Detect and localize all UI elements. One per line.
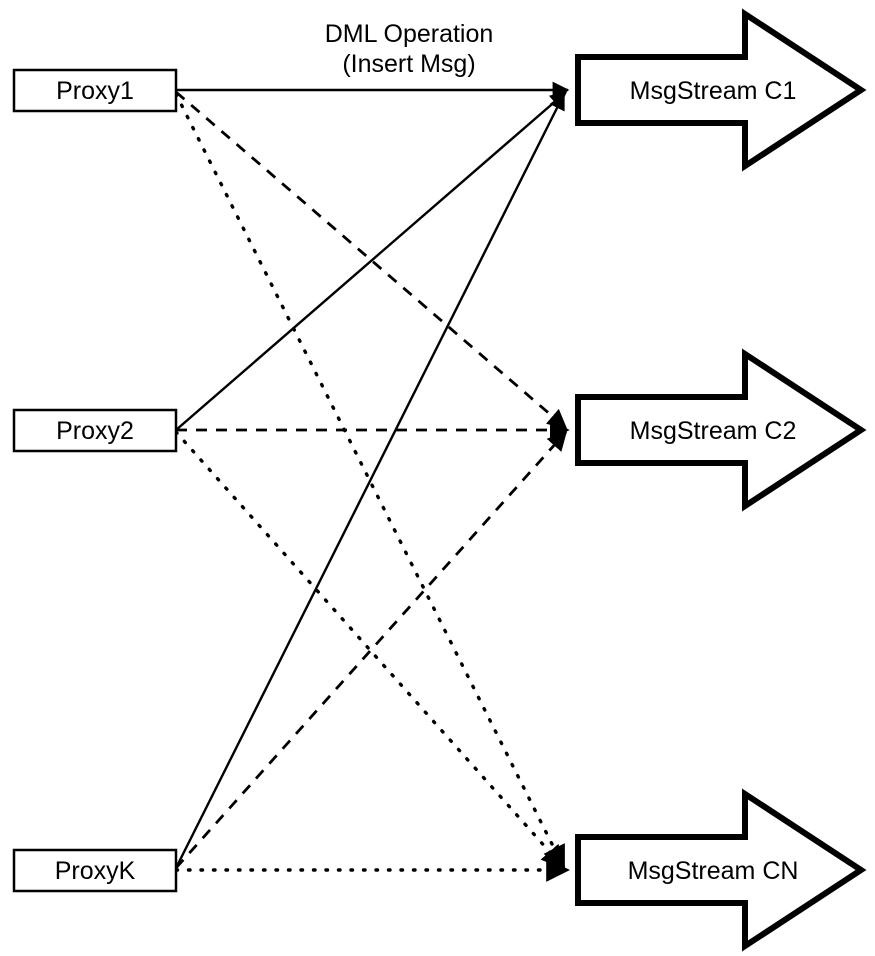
proxy2-label: Proxy2 bbox=[56, 417, 134, 445]
stream-c1-label: MsgStream C1 bbox=[630, 77, 797, 105]
stream-cn-label: MsgStream CN bbox=[628, 857, 799, 885]
edge-label-line2: (Insert Msg) bbox=[342, 50, 475, 78]
proxy1-label: Proxy1 bbox=[56, 77, 134, 105]
stream-c2-label: MsgStream C2 bbox=[630, 417, 797, 445]
edge-label-line1: DML Operation bbox=[325, 20, 494, 48]
msgstream-node-c2[interactable]: MsgStream C2 bbox=[575, 348, 867, 512]
proxy1-box[interactable] bbox=[12, 68, 178, 113]
stream-c1-arrow-shape[interactable] bbox=[575, 8, 867, 172]
edge-proxyk-to-stream-c1 bbox=[174, 92, 566, 869]
proxy-node-proxy2[interactable]: Proxy2 bbox=[12, 408, 178, 453]
edge-proxy2-to-stream-cn bbox=[174, 430, 566, 870]
msgstream-node-c1[interactable]: MsgStream C1 bbox=[575, 8, 867, 172]
edge-label-dml-operation: DML Operation (Insert Msg) bbox=[325, 20, 494, 78]
proxy-node-proxy1[interactable]: Proxy1 bbox=[12, 68, 178, 113]
proxy2-box[interactable] bbox=[12, 408, 178, 453]
stream-cn-arrow-shape[interactable] bbox=[575, 788, 867, 952]
edge-layer bbox=[174, 81, 570, 882]
proxy-node-proxyk[interactable]: ProxyK bbox=[12, 848, 178, 893]
edge-proxyk-to-stream-c2 bbox=[174, 430, 568, 869]
edge-proxy1-to-stream-c2 bbox=[175, 90, 568, 430]
edge-proxy2-to-stream-c1 bbox=[175, 91, 568, 431]
stream-c2-arrow-shape[interactable] bbox=[575, 348, 867, 512]
proxyk-label: ProxyK bbox=[55, 857, 136, 885]
msgstream-node-cn[interactable]: MsgStream CN bbox=[575, 788, 867, 952]
proxyk-box[interactable] bbox=[12, 848, 178, 893]
